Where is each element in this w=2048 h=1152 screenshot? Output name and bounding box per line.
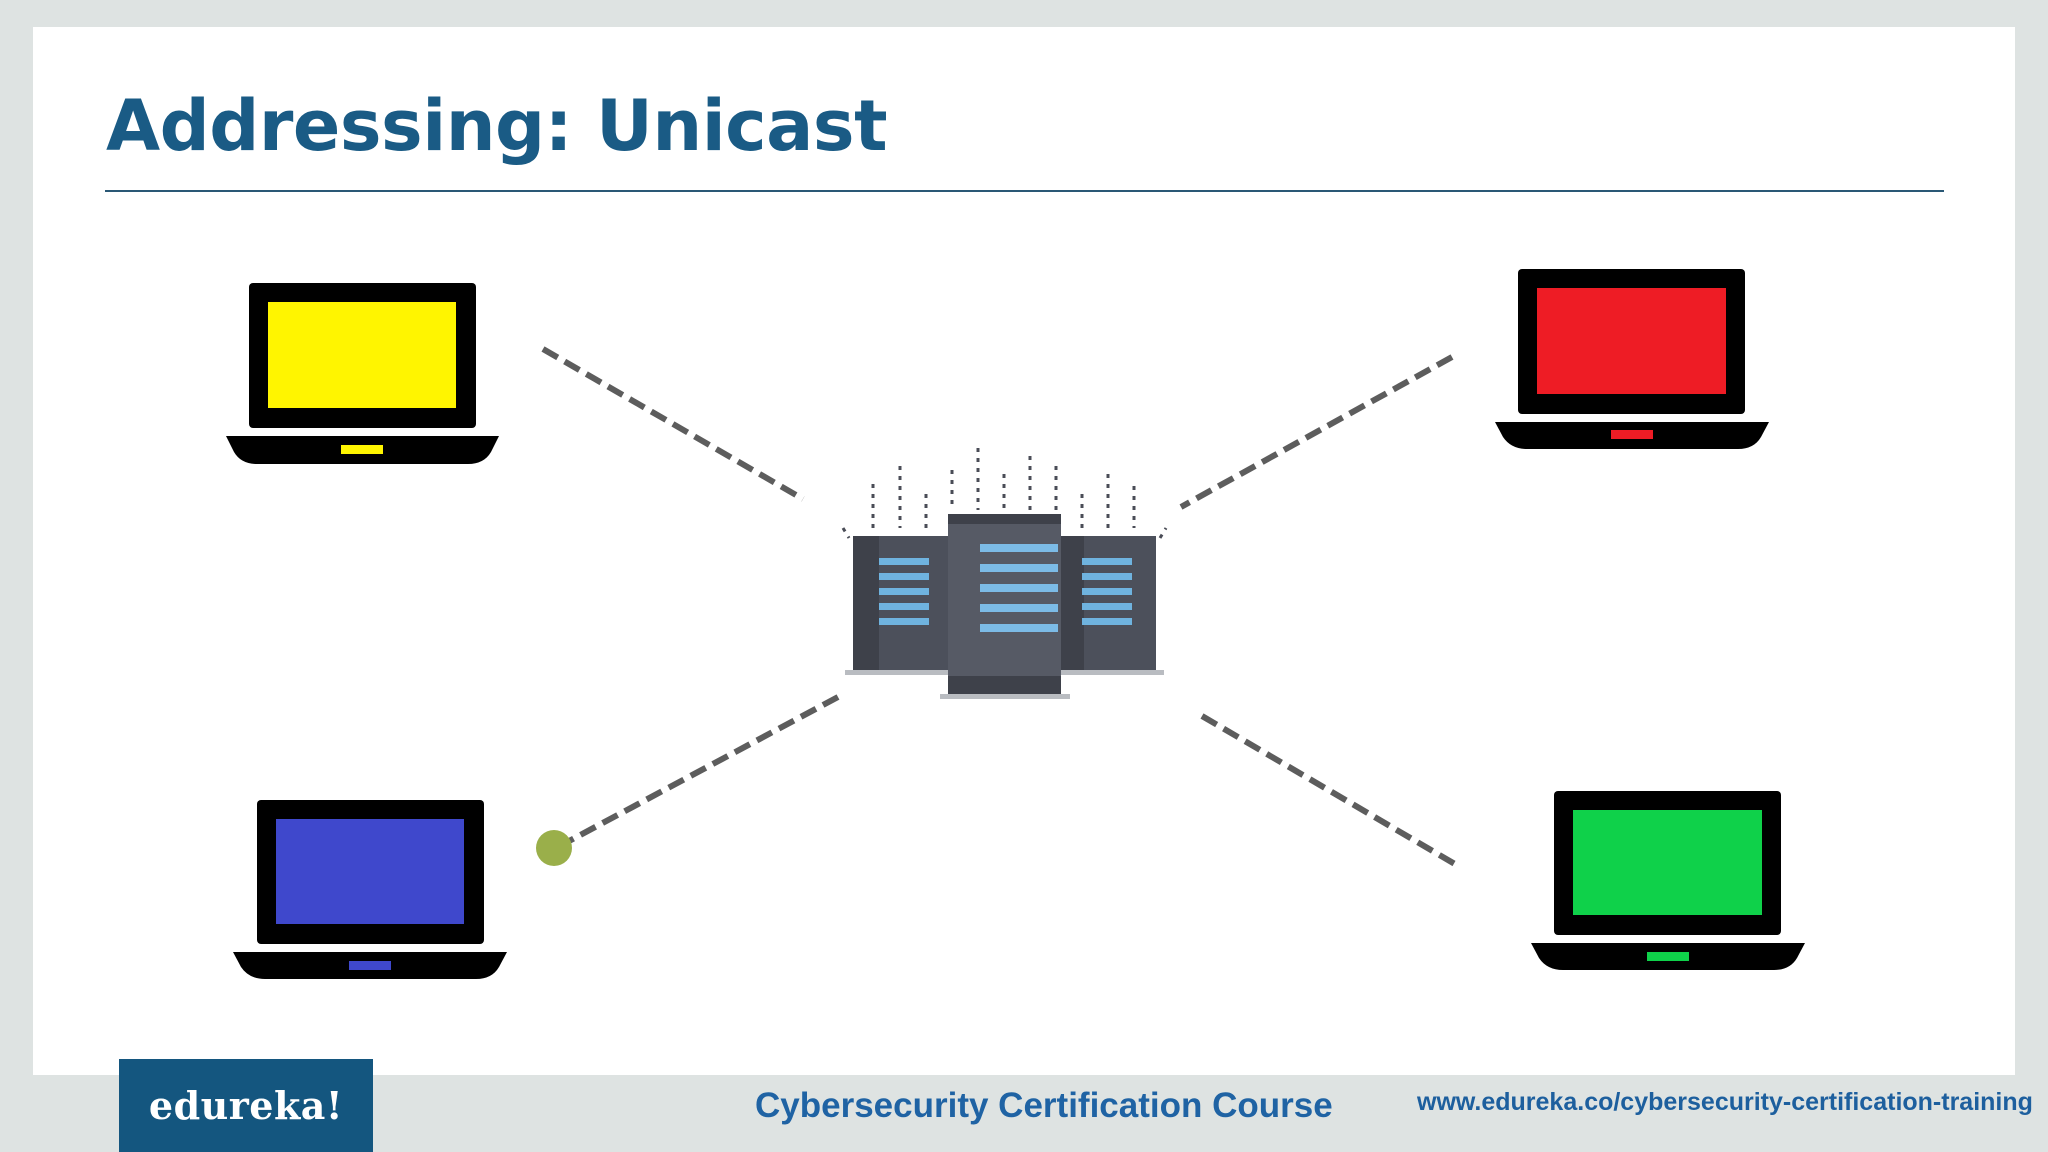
link-bottom-right (1200, 713, 1462, 870)
link-top-right (1179, 354, 1454, 510)
server-rack-icon (841, 448, 1168, 699)
laptop-screen-red (1537, 288, 1726, 394)
unicast-packet-dot (536, 830, 572, 866)
edureka-logo: edureka! (119, 1059, 373, 1152)
laptop-screen-blue (276, 819, 464, 924)
laptop-bottom-right (1531, 791, 1805, 970)
laptop-top-right (1495, 269, 1769, 449)
laptop-screen-green (1573, 810, 1762, 915)
laptop-bottom-left (233, 800, 507, 979)
title-divider (105, 190, 1944, 192)
link-bottom-left (554, 694, 840, 851)
laptop-screen-yellow (268, 302, 456, 408)
laptop-top-left (226, 283, 499, 464)
logo-text: edureka! (148, 1083, 344, 1128)
slide-title: Addressing: Unicast (106, 85, 888, 167)
course-title: Cybersecurity Certification Course (755, 1086, 1333, 1125)
course-url: www.edureka.co/cybersecurity-certificati… (1417, 1088, 2033, 1116)
link-top-left (541, 346, 805, 502)
